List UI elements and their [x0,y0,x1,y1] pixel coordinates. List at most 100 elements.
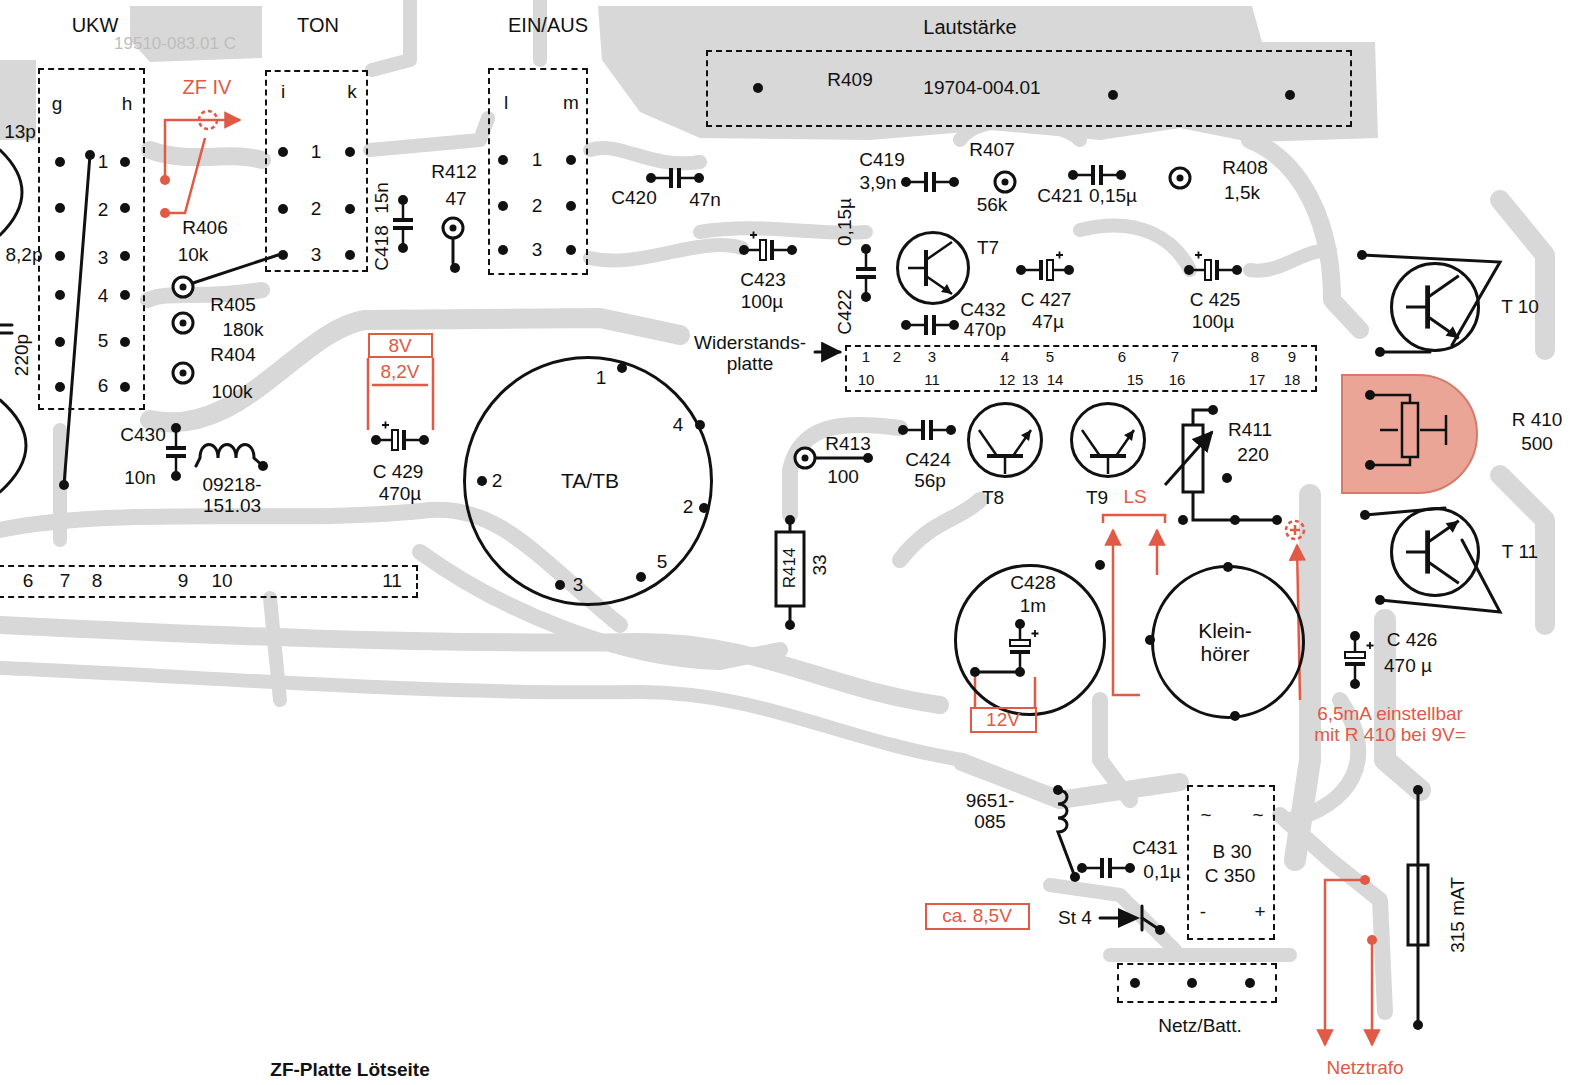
shape-outline [1340,373,1480,495]
wire [1193,410,1277,520]
pin-label: 1m [1020,596,1046,617]
solder-pad [753,83,763,93]
component-label: 9651- 085 [960,791,1020,833]
pin-label: h [122,94,133,115]
wire [0,150,22,235]
copper-trace [1280,815,1385,1012]
pin-label: 14 [1047,372,1064,389]
resistor-ring [173,168,1190,468]
solder-pad [1155,925,1165,935]
solder-pad [1413,1020,1423,1030]
transistor-outline: T8 [967,402,1043,478]
solder-pad [120,251,130,261]
pin-label: ~ [1252,805,1263,826]
solder-pad [1413,785,1423,795]
wire [1365,508,1500,612]
solder-pad [55,157,65,167]
measurement-marking [975,677,1035,707]
shape-outline [1402,403,1418,457]
component-label: 10k [178,245,209,266]
pin-label: C 350 [1205,866,1256,887]
component-label: 15n [372,182,393,214]
capacitor-symbol [1184,252,1242,281]
component-label: R413 [825,434,870,455]
capacitor-symbol [1345,631,1374,689]
node-label: T 10 [1501,297,1539,318]
voltage-box: ca. 8,5V [925,903,1030,930]
component-label: C432 [960,300,1005,321]
solder-pad [55,251,65,261]
solder-pad [785,620,795,630]
node-label: ca. 8,5V [942,906,1012,927]
component-label: 10n [124,468,156,489]
copper-trace [1080,226,1190,270]
measurement-marking [199,111,217,129]
caption: ZF-Platte Lötseite [225,1060,475,1081]
solder-pad [1245,978,1255,988]
pin-label: i [281,82,285,103]
resistor-ring [795,448,815,468]
component-label: C 427 [1021,290,1072,311]
component-symbol [1183,425,1203,492]
node-label: Netz/Batt. [1158,1016,1241,1037]
transistor-outline: T 10 [1390,262,1480,352]
measurement-marking [1371,940,1374,1045]
component-label: 56p [914,471,946,492]
component-label: 0,1µ [1143,862,1180,883]
solder-pad [120,290,130,300]
solder-pad [863,453,873,463]
pin-label: 15 [1127,372,1144,389]
solder-pad [1178,515,1188,525]
copper-trace [420,552,780,662]
copper-trace [960,121,1080,140]
pin-label: 5 [98,331,109,352]
wire [0,325,12,333]
pin-label: 5 [657,552,668,573]
trimmer-outline: R 410500 [1340,373,1480,495]
component-label: C431 [1132,838,1177,859]
pin-label: 11 [924,372,940,389]
pin-label: 16 [1169,372,1186,389]
pin-label: 10 [211,571,232,592]
copper-trace [150,150,262,160]
component-label: C 426 [1387,630,1438,651]
solder-pad [636,572,646,582]
component-label: 13p [4,122,36,143]
earphone-outline: Klein- hörer [1151,565,1305,719]
solder-pad [1053,785,1063,795]
solder-pad [55,337,65,347]
copper-trace [590,148,700,163]
copper-trace [150,318,680,422]
pin-label: 11 [382,571,402,592]
resistor-ring [995,172,1015,192]
switch-box: UKWgh123456 [38,68,145,410]
pin-label: 1 [596,368,607,389]
copper-trace [370,118,488,150]
solder-pad [477,476,487,486]
pin-label: - [1200,902,1206,923]
solder-pad [1187,978,1197,988]
wire [0,150,1500,1020]
solder-pad [85,150,95,160]
component-label: 100k [211,382,252,403]
capacitor-symbol [1010,619,1039,677]
shape-outline [1390,507,1480,597]
pin-label: 1 [862,349,870,366]
resistor-ring [1170,168,1190,188]
pin-label: 500 [1521,434,1553,455]
component-label: R412 [431,162,476,183]
component-label: 100 [827,467,859,488]
pin-label: + [1254,902,1265,923]
measurement-marking [1113,530,1140,695]
node-label: R 410 [1512,410,1563,431]
pin-label: 8 [92,571,103,592]
wire [1362,255,1500,352]
node-label: T9 [1086,488,1108,509]
capacitor-symbol [901,172,959,192]
wire [1417,795,1420,1020]
copper-trace [372,0,410,70]
capacitor-symbol [856,244,876,302]
component-label: R411 [1228,420,1272,441]
component-label: 100µ [1192,312,1235,333]
